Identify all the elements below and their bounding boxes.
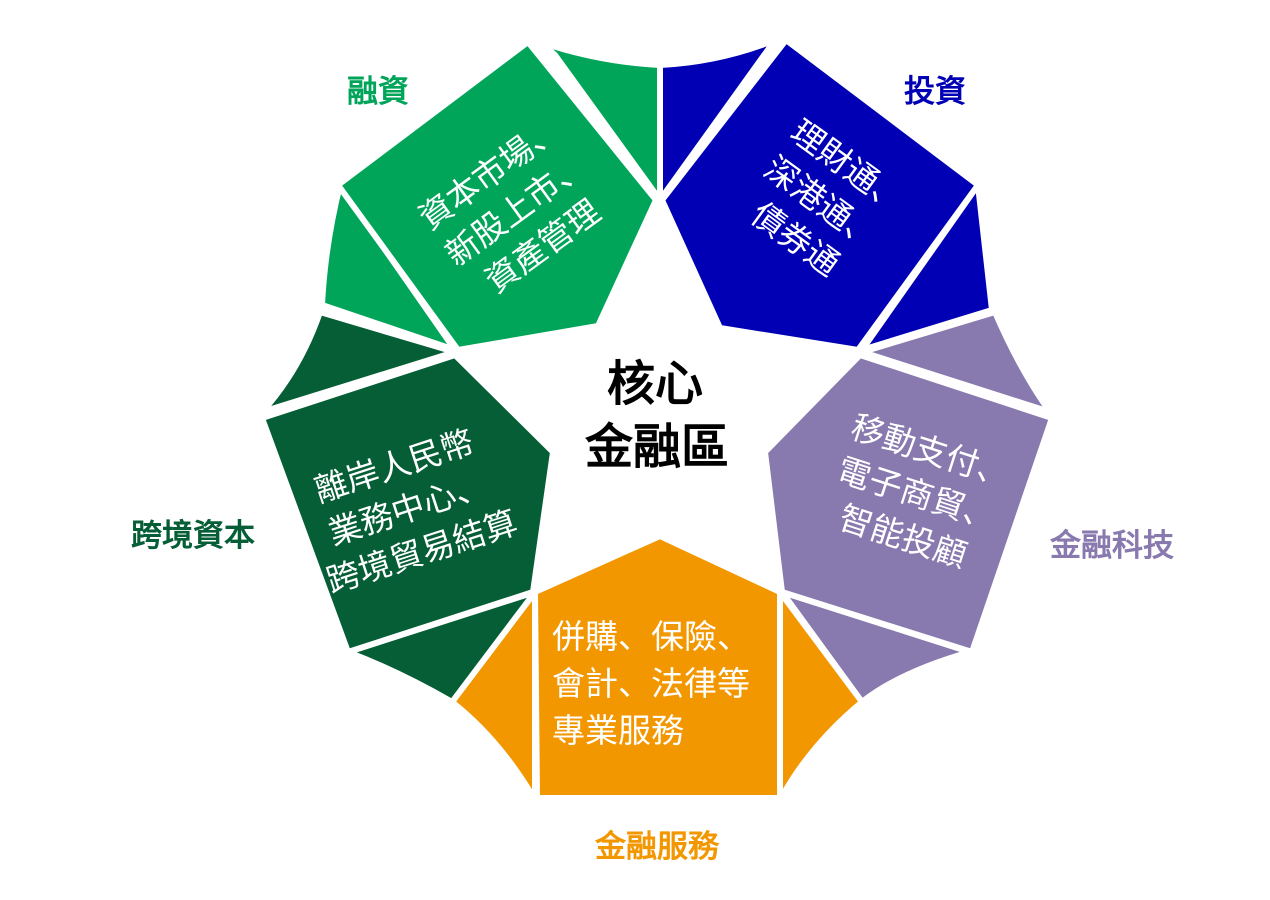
label-crossborder-capital: 跨境資本	[131, 518, 255, 554]
pentagon-financing	[335, 39, 659, 353]
pentagon-fintech	[762, 352, 1055, 655]
services-line-1: 併購、保險、	[552, 617, 750, 656]
pentagon-financial-services	[532, 533, 783, 801]
wedge-financing-left	[319, 182, 458, 353]
services-line-3: 專業服務	[552, 711, 684, 750]
label-financing: 融資	[347, 74, 409, 110]
wedge-investment-top	[657, 37, 778, 203]
center-line-2: 金融區	[584, 419, 729, 475]
center-title: 核心 金融區	[584, 356, 729, 475]
services-line-2: 會計、法律等	[552, 664, 750, 703]
segment-text-financial-services: 併購、保險、 會計、法律等 專業服務	[552, 617, 750, 750]
label-fintech: 金融科技	[1049, 528, 1174, 564]
pentagon-crossborder-capital	[259, 352, 556, 655]
pentagons	[259, 37, 1055, 801]
pentagon-investment	[659, 37, 981, 353]
center-line-1: 核心	[607, 356, 703, 412]
wedge-crossborder-left	[259, 309, 458, 415]
label-financial-services: 金融服務	[594, 829, 720, 865]
label-investment: 投資	[904, 74, 966, 110]
wedge-fintech-right	[859, 309, 1053, 415]
